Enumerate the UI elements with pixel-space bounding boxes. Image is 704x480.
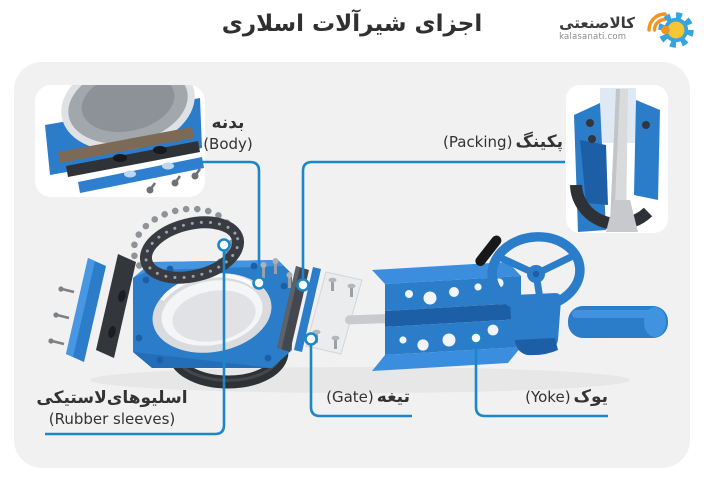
label-body-fa: بدنه — [211, 113, 245, 133]
yoke-connector-line — [474, 344, 608, 418]
body-connector-line — [200, 160, 261, 277]
label-body-en: (Body) — [203, 135, 253, 153]
brand-domain: kalasanati.com — [559, 32, 627, 42]
brand-logo-text: کالاصنعتی kalasanati.com — [559, 15, 635, 43]
label-rubber-sleeves-en: (Rubber sleeves) — [48, 410, 176, 428]
label-packing: پکینگ(Packing) — [443, 131, 563, 153]
label-gate-en: (Gate) — [326, 388, 374, 406]
body-inset-illustration — [45, 85, 204, 194]
rubber-sleeve-top-illustration — [139, 216, 245, 284]
packing-connector-line — [301, 160, 565, 279]
label-rubber-sleeves: اسلیوهای‌لاستیکی (Rubber sleeves) — [27, 388, 197, 430]
gate-connector-line — [309, 345, 412, 418]
page-title: اجزای شیرآلات اسلاری — [221, 11, 483, 37]
retainer-plate-illustration — [48, 258, 106, 362]
packing-inset-illustration — [570, 88, 660, 232]
label-yoke-fa: یوک — [573, 387, 608, 407]
label-yoke-en: (Yoke) — [525, 388, 571, 406]
rubber-sleeves-connector-line — [45, 251, 226, 436]
valve-body-illustration — [133, 258, 299, 368]
label-packing-en: (Packing) — [443, 133, 513, 151]
body-marker-dot — [252, 276, 266, 290]
handwheel-illustration — [475, 232, 585, 356]
body-inset — [35, 85, 205, 197]
brand-logo: کالاصنعتی kalasanati.com — [559, 3, 696, 49]
packing-inset — [566, 85, 668, 233]
packing-marker-dot — [296, 278, 310, 292]
label-gate: تیغه(Gate) — [326, 386, 410, 408]
gear-signal-icon — [647, 12, 694, 48]
label-gate-fa: تیغه — [376, 387, 410, 407]
stem-cover-illustration — [568, 306, 668, 338]
gate-marker-dot — [304, 332, 318, 346]
label-yoke: یوک(Yoke) — [525, 386, 608, 408]
brand-name: کالاصنعتی — [559, 14, 635, 32]
label-body: بدنه (Body) — [182, 113, 274, 155]
gasket-bar-illustration — [96, 254, 136, 358]
rubber-sleeves-marker-dot — [217, 238, 231, 252]
yoke-marker-dot — [469, 331, 483, 345]
yoke-illustration — [372, 262, 521, 371]
label-packing-fa: پکینگ — [515, 132, 563, 152]
label-rubber-sleeves-fa: اسلیوهای‌لاستیکی — [36, 388, 188, 408]
